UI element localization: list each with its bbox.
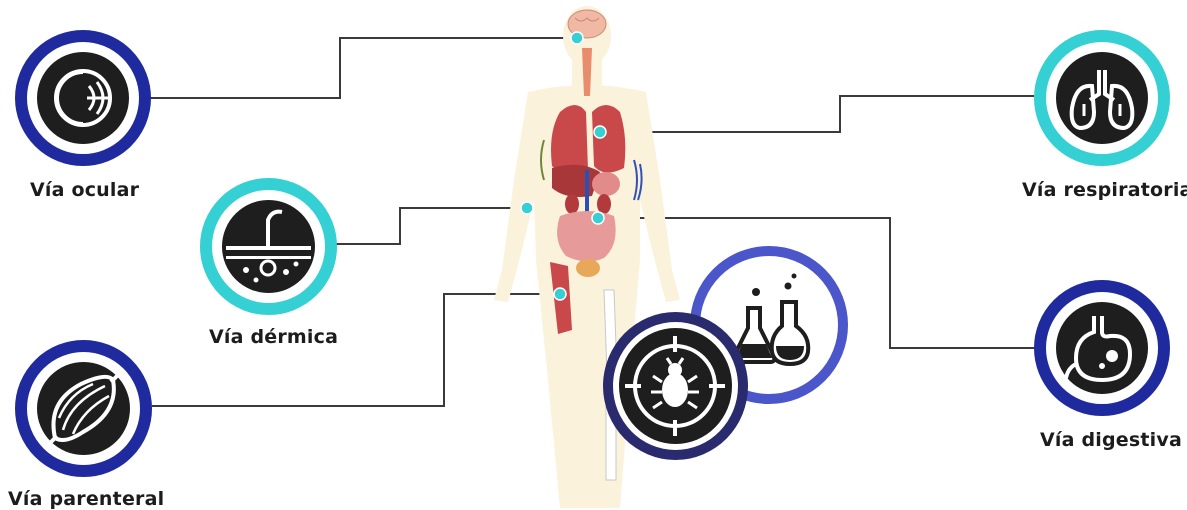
label-via-respiratoria: Vía respiratoria [1022, 179, 1187, 201]
entry-point-parenteral [554, 288, 566, 300]
entry-point-digestiva [592, 212, 604, 224]
bladder-organ [576, 259, 600, 277]
entry-point-ocular [571, 32, 583, 44]
ocular-badge [15, 30, 151, 166]
bug-target-icon [613, 322, 738, 450]
pest-badge [603, 312, 748, 460]
skin-hair-icon [212, 190, 325, 303]
eye-icon [27, 42, 139, 154]
muscle-icon [27, 352, 140, 465]
intestines-organ [557, 211, 616, 262]
label-via-parenteral: Vía parenteral [8, 488, 164, 510]
lungs-icon [1046, 42, 1158, 154]
stomach-organ [592, 172, 620, 196]
dermica-badge [200, 178, 337, 315]
entry-point-respiratoria [594, 126, 606, 138]
parenteral-badge [15, 340, 152, 477]
digestiva-badge [1034, 280, 1170, 416]
label-via-digestiva: Vía digestiva [1040, 429, 1182, 451]
label-via-ocular: Vía ocular [30, 179, 139, 201]
respiratoria-badge [1034, 30, 1170, 166]
label-via-dermica: Vía dérmica [209, 326, 338, 348]
stomach-icon [1046, 292, 1158, 404]
entry-point-dermica [521, 202, 533, 214]
